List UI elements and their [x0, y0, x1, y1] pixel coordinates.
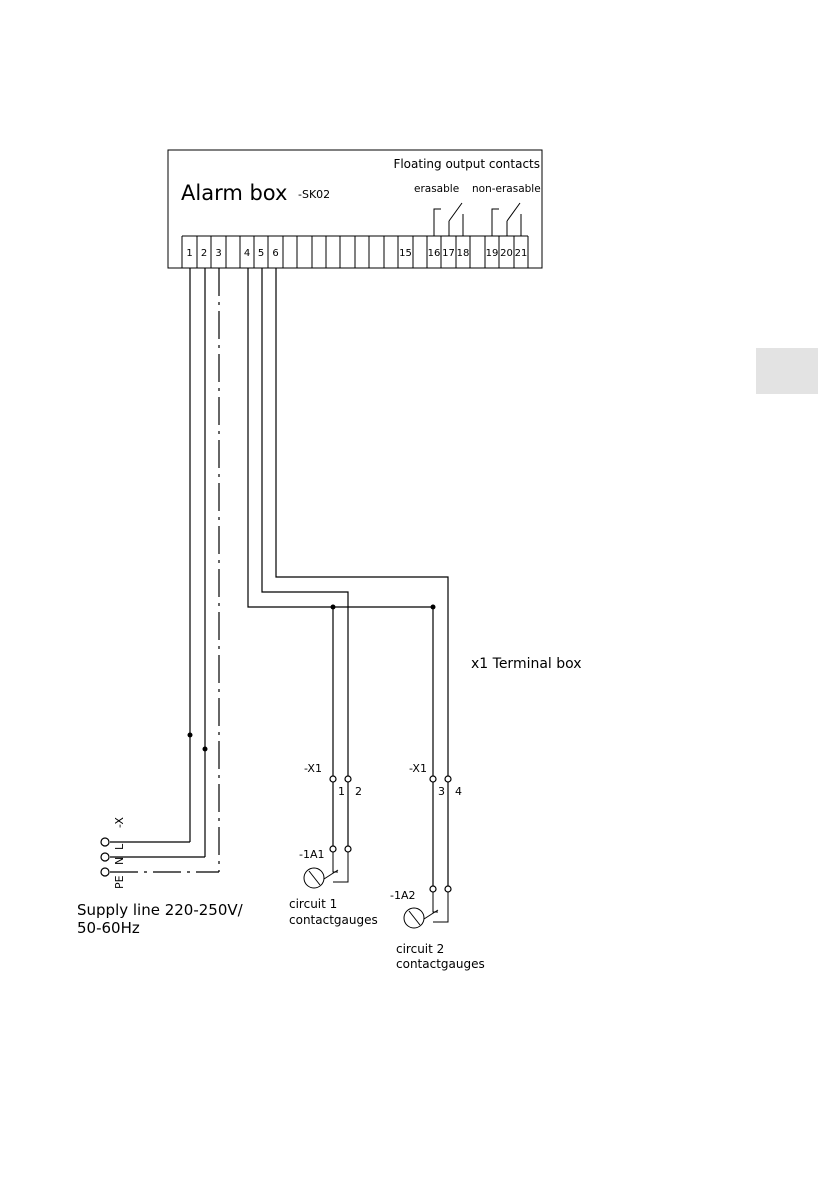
- outputs-title: Floating output contacts: [393, 157, 540, 171]
- circuit-2-terminal-4: 4: [455, 785, 462, 798]
- supply-label-line2: 50-60Hz: [77, 919, 140, 937]
- terminal-1-label: 1: [186, 248, 192, 259]
- circuit-2-x-code: -X1: [409, 762, 427, 775]
- terminal-21-label: 21: [515, 248, 528, 259]
- terminal-3-label: 3: [215, 248, 221, 259]
- circuit-2-terminal-3: 3: [438, 785, 445, 798]
- circuit-1-gauge-code: -1A1: [299, 848, 325, 861]
- terminal-box-label: x1 Terminal box: [471, 656, 582, 672]
- circuit-2: [404, 776, 451, 928]
- circuit-1-label-line1: circuit 1: [289, 897, 337, 911]
- circuit-2-label-line1: circuit 2: [396, 942, 444, 956]
- supply-label-line1: Supply line 220-250V/: [77, 901, 244, 919]
- circuit-1-terminal-2: 2: [355, 785, 362, 798]
- circuit-1-x-code: -X1: [304, 762, 322, 775]
- erasable-contact-symbol: [434, 203, 463, 236]
- terminal-strip: [182, 236, 528, 268]
- alarm-box-code: -SK02: [298, 188, 330, 201]
- terminal-4-label: 4: [244, 248, 250, 259]
- supply-code: -X: [113, 817, 126, 828]
- circuit-2-gauge-code: -1A2: [390, 889, 416, 902]
- non-erasable-contact-symbol: [492, 203, 521, 236]
- circuit-1-label-line2: contactgauges: [289, 913, 378, 927]
- alarm-box: Alarm box -SK02 Floating output contacts…: [168, 150, 542, 268]
- circuit-2-label-line2: contactgauges: [396, 957, 485, 971]
- terminal-19-label: 19: [486, 248, 499, 259]
- supply-wiring: [101, 268, 219, 876]
- supply-l-label: L: [113, 843, 126, 850]
- circuit-1-terminal-1: 1: [338, 785, 345, 798]
- supply-n-label: N: [113, 857, 126, 865]
- terminal-15-label: 15: [399, 248, 412, 259]
- supply-pe-label: PE: [113, 875, 126, 889]
- terminal-2-label: 2: [201, 248, 207, 259]
- erasable-label: erasable: [414, 183, 459, 195]
- terminal-18-label: 18: [457, 248, 470, 259]
- terminal-16-label: 16: [428, 248, 441, 259]
- alarm-box-title: Alarm box: [181, 181, 287, 205]
- non-erasable-label: non-erasable: [472, 183, 541, 195]
- terminal-17-label: 17: [442, 248, 455, 259]
- terminal-5-label: 5: [258, 248, 264, 259]
- terminal-6-label: 6: [272, 248, 278, 259]
- terminal-20-label: 20: [500, 248, 513, 259]
- page-tab-marker: [756, 348, 818, 394]
